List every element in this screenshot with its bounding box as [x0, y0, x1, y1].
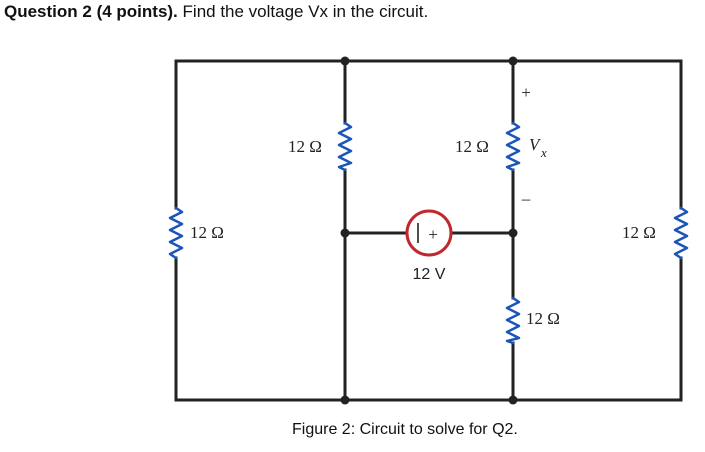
vx-subscript: x: [540, 145, 547, 160]
node-bottom-right: [508, 395, 518, 405]
label-bottom-right: 12 Ω: [526, 309, 560, 328]
source-label: 12 V: [413, 266, 446, 283]
node-top-middle: [340, 56, 350, 66]
label-top-middle: 12 Ω: [288, 137, 322, 156]
question-heading: Question 2 (4 points).: [4, 2, 178, 21]
node-center-left: [340, 228, 350, 238]
resistor-left-outer: [168, 206, 184, 260]
source-ring: [405, 209, 453, 257]
node-top-right: [508, 56, 518, 66]
label-left-outer: 12 Ω: [190, 223, 224, 242]
source-polarity: +: [428, 225, 438, 244]
node-center-right: [508, 228, 518, 238]
question-text: Question 2 (4 points). Find the voltage …: [4, 2, 428, 22]
vx-plus: +: [521, 83, 531, 102]
label-top-right: 12 Ω: [455, 137, 489, 156]
resistor-bottom-right: [505, 296, 521, 345]
question-body: Find the voltage Vx in the circuit.: [182, 2, 429, 21]
label-right-outer: 12 Ω: [622, 223, 656, 242]
voltage-source: + 12 V: [405, 209, 453, 283]
resistor-right-outer: [673, 206, 689, 260]
resistor-top-middle: [337, 121, 353, 172]
vx-symbol: V: [529, 135, 542, 154]
resistor-top-right: [505, 121, 521, 172]
resistors: [168, 121, 689, 345]
vx-minus: –: [521, 189, 531, 208]
nodes: [340, 56, 518, 405]
vx-annotation: + V x –: [521, 83, 547, 208]
node-bottom-middle: [340, 395, 350, 405]
figure-caption: Figure 2: Circuit to solve for Q2.: [292, 421, 518, 438]
